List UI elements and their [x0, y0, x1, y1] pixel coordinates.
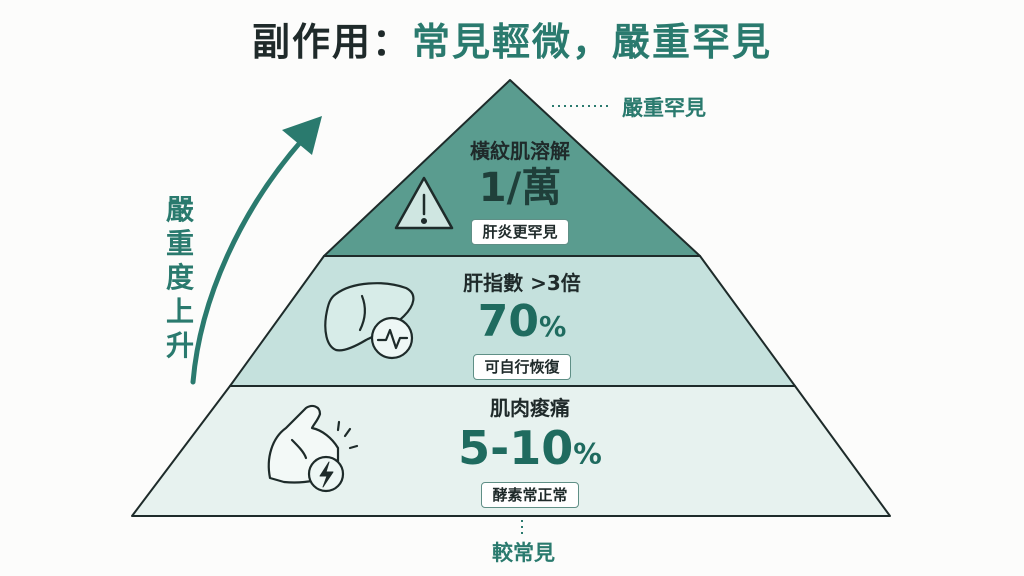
- tier-bottom-name: 肌肉痠痛: [490, 396, 570, 420]
- tier-middle-content: 肝指數 >3倍 70% 可自行恢復: [412, 270, 632, 380]
- tier-top-badge: 肝炎更罕見: [471, 219, 569, 245]
- tier-middle-name: 肝指數 >3倍: [463, 271, 581, 295]
- severity-axis-label: 嚴重度上升: [165, 193, 194, 362]
- warning-icon: [394, 176, 454, 230]
- tier-bottom-value: 5-10%: [410, 421, 650, 482]
- severity-arrow-icon: [190, 116, 322, 385]
- tier-bottom-value-unit: %: [573, 438, 602, 471]
- tier-top-name: 橫紋肌溶解: [470, 139, 570, 163]
- tier-bottom-content: 肌肉痠痛 5-10% 酵素常正常: [410, 395, 650, 508]
- bottom-label-common: 較常見: [492, 541, 555, 565]
- muscle-icon: [267, 404, 359, 493]
- liver-icon: [324, 282, 415, 360]
- title-highlight: 常見輕微，嚴重罕見: [412, 20, 773, 64]
- tier-bottom-badge: 酵素常正常: [481, 482, 579, 508]
- tier-top-value: 1/萬: [420, 164, 620, 217]
- tier-middle-badge: 可自行恢復: [473, 354, 571, 380]
- page-title: 副作用：常見輕微，嚴重罕見: [0, 16, 1024, 68]
- tier-top-content: 橫紋肌溶解 1/萬 肝炎更罕見: [420, 138, 620, 245]
- top-label-rare-severe: 嚴重罕見: [622, 96, 706, 120]
- tier-middle-value-main: 70: [477, 296, 539, 347]
- tier-middle-value: 70%: [412, 296, 632, 354]
- tier-bottom-value-main: 5-10: [458, 421, 574, 475]
- tier-top-value-main: 1/萬: [478, 165, 562, 211]
- title-prefix: 副作用：: [251, 20, 412, 64]
- tier-middle-value-unit: %: [538, 312, 567, 343]
